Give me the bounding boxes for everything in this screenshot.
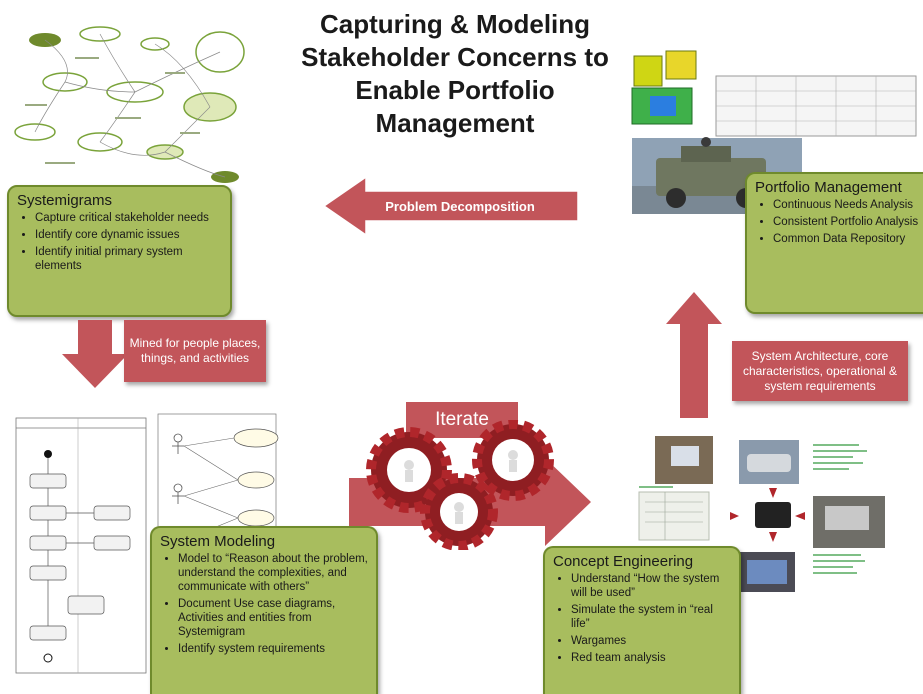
title-line-1: Capturing & Modeling	[319, 9, 591, 39]
portfolio-management-box: Portfolio Management Continuous Needs An…	[745, 172, 923, 314]
iterate-gears-graphic	[349, 420, 591, 550]
bullet-item: Capture critical stakeholder needs	[35, 211, 222, 225]
bullet-item: Document Use case diagrams, Activities a…	[178, 597, 368, 639]
concept-engineering-heading: Concept Engineering	[553, 553, 694, 570]
bullet-item: Consistent Portfolio Analysis	[773, 215, 923, 229]
portfolio-management-heading: Portfolio Management	[755, 179, 902, 196]
bullet-item: Identify initial primary system elements	[35, 245, 222, 273]
mined-label: Mined for people places, things, and act…	[124, 320, 266, 382]
bullet-item: Simulate the system in “real life”	[571, 603, 731, 631]
system-modeling-heading: System Modeling	[160, 533, 276, 550]
bullet-item: Understand “How the system will be used”	[571, 572, 731, 600]
bullet-item: Wargames	[571, 634, 731, 648]
bullet-item: Red team analysis	[571, 651, 731, 665]
systemigrams-heading: Systemigrams	[17, 192, 113, 209]
bullet-item: Identify core dynamic issues	[35, 228, 222, 242]
systemigrams-bullets: Capture critical stakeholder needs Ident…	[17, 211, 222, 273]
bullet-item: Continuous Needs Analysis	[773, 198, 923, 212]
bullet-item: Identify system requirements	[178, 642, 368, 656]
bullet-item: Common Data Repository	[773, 232, 923, 246]
bullet-item: Model to “Reason about the problem, unde…	[178, 552, 368, 594]
title-line-4: Management	[375, 108, 535, 138]
system-modeling-bullets: Model to “Reason about the problem, unde…	[160, 552, 368, 656]
gear-bottom-icon	[420, 473, 498, 550]
system-architecture-label: System Architecture, core characteristic…	[732, 341, 908, 401]
concept-engineering-bullets: Understand “How the system will be used”…	[553, 572, 731, 665]
portfolio-management-bullets: Continuous Needs Analysis Consistent Por…	[755, 198, 923, 246]
diagram-title: Capturing & Modeling Stakeholder Concern…	[240, 8, 670, 140]
systemigram-image	[5, 22, 250, 187]
gear-right-icon	[472, 420, 554, 501]
concept-engineering-box: Concept Engineering Understand “How the …	[543, 546, 741, 694]
title-line-2: Stakeholder Concerns to	[301, 42, 609, 72]
systemigrams-box: Systemigrams Capture critical stakeholde…	[7, 185, 232, 317]
down-arrow	[62, 320, 128, 388]
up-arrow	[666, 292, 722, 418]
title-line-3: Enable Portfolio	[355, 75, 555, 105]
system-modeling-box: System Modeling Model to “Reason about t…	[150, 526, 378, 694]
problem-decomposition-label: Problem Decomposition	[385, 198, 535, 214]
concept-engineering-image	[638, 436, 885, 592]
problem-decomposition-arrow	[322, 175, 579, 237]
